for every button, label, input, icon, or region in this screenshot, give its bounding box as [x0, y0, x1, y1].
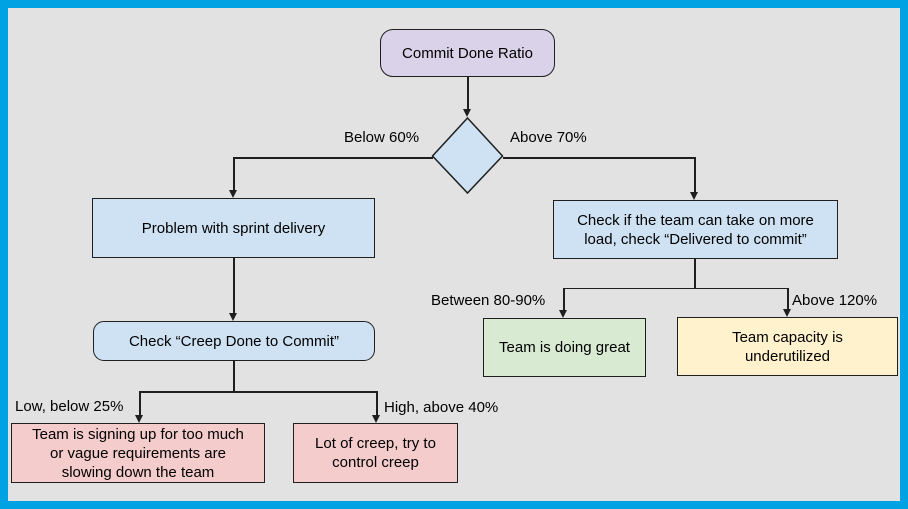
edge-to-doing-great	[563, 287, 565, 311]
edge-label-above-120: Above 120%	[792, 292, 878, 309]
arrowhead-icon	[229, 313, 237, 321]
edge-start-to-decision	[467, 77, 469, 111]
edge-check-creep-stem	[233, 361, 235, 392]
node-problem-sprint-delivery: Problem with sprint delivery	[92, 198, 375, 258]
node-signing-up-too-much: Team is signing up for too much or vague…	[11, 423, 265, 483]
node-label: Check “Creep Done to Commit”	[128, 332, 340, 350]
node-label: Team is doing great	[499, 339, 630, 356]
edge-decision-right-horizontal	[503, 157, 695, 159]
node-check-team-load: Check if the team can take on more load,…	[553, 200, 838, 259]
edge-to-signing-up-too-much	[139, 391, 141, 416]
node-team-doing-great: Team is doing great	[483, 318, 646, 377]
arrowhead-icon	[559, 310, 567, 318]
edge-label-between-80-90: Between 80-90%	[431, 292, 546, 309]
decision-diamond	[431, 116, 504, 195]
node-label: Problem with sprint delivery	[141, 219, 326, 237]
node-label: Team is signing up for too much or vague…	[32, 425, 244, 481]
edge-decision-left-vertical	[233, 157, 235, 191]
edge-to-capacity-underutilized	[787, 287, 789, 310]
edge-load-split-horizontal	[563, 287, 788, 289]
edge-decision-left-horizontal	[233, 157, 433, 159]
edge-creep-split-horizontal	[139, 391, 377, 393]
node-label: Check if the team can take on more load,…	[577, 211, 814, 248]
node-commit-done-ratio: Commit Done Ratio	[380, 29, 555, 77]
arrowhead-icon	[372, 415, 380, 423]
node-label: Lot of creep, try to control creep	[315, 435, 436, 471]
node-lot-of-creep: Lot of creep, try to control creep	[293, 423, 458, 483]
arrowhead-icon	[463, 109, 471, 117]
edge-label-below-60: Below 60%	[344, 129, 420, 146]
edge-problem-to-check-creep	[233, 257, 235, 314]
edge-decision-right-vertical	[694, 157, 696, 193]
arrowhead-icon	[690, 192, 698, 200]
edge-label-high-above-40: High, above 40%	[384, 399, 499, 416]
edge-label-low-below-25: Low, below 25%	[15, 398, 124, 415]
node-check-creep-done-to-commit: Check “Creep Done to Commit”	[93, 321, 375, 361]
edge-check-load-stem	[694, 259, 696, 289]
arrowhead-icon	[135, 415, 143, 423]
node-label: Commit Done Ratio	[402, 44, 533, 62]
edge-to-lot-of-creep	[376, 391, 378, 416]
edge-label-above-70: Above 70%	[510, 129, 587, 146]
arrowhead-icon	[783, 309, 791, 317]
node-label: Team capacity is underutilized	[732, 328, 843, 365]
node-capacity-underutilized: Team capacity is underutilized	[677, 317, 898, 376]
arrowhead-icon	[229, 190, 237, 198]
